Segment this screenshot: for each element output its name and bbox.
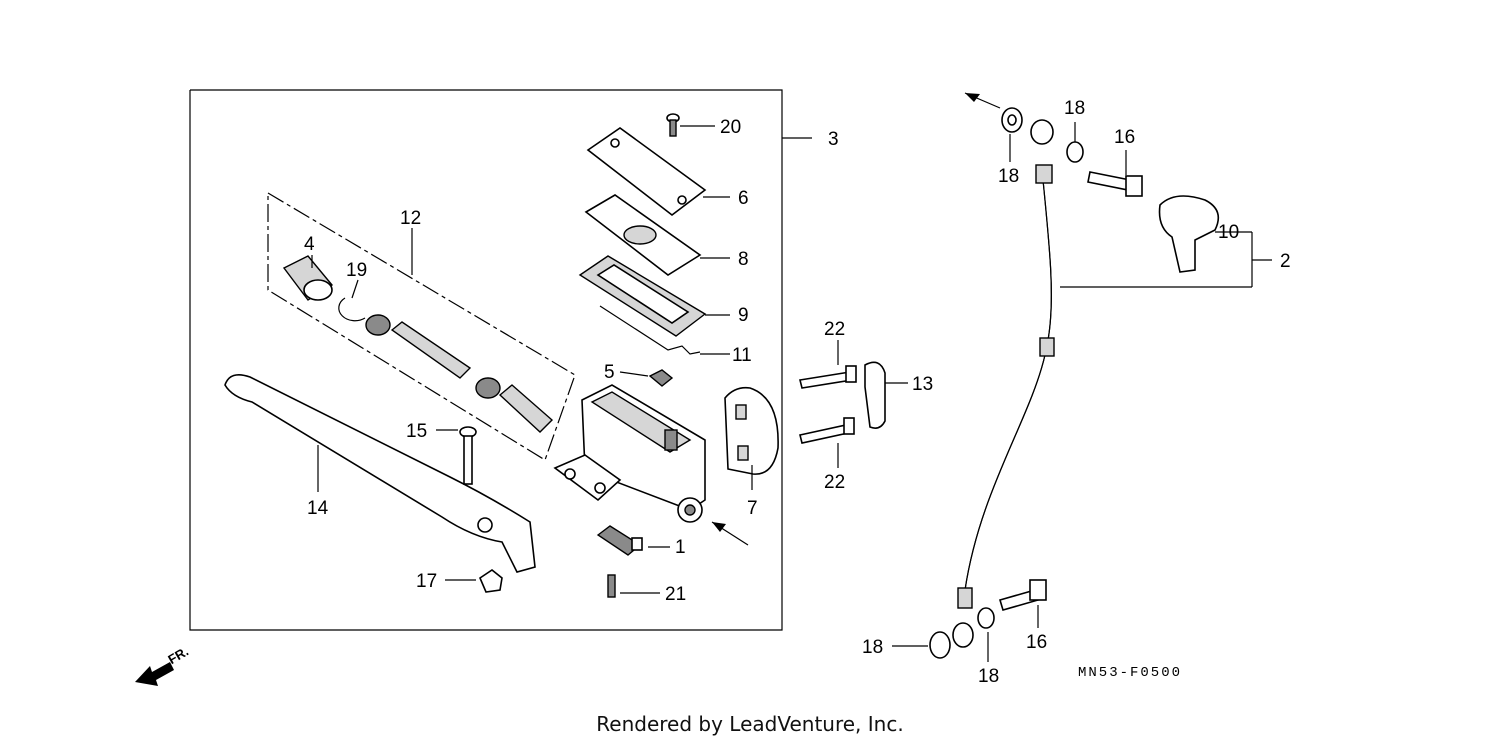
callout-17: 17	[416, 571, 437, 592]
callout-16-lower: 16	[1026, 632, 1047, 653]
callout-20: 20	[720, 117, 741, 138]
brake-hose-part	[957, 164, 1272, 609]
callout-8: 8	[738, 249, 749, 270]
callout-22-lower: 22	[824, 472, 845, 493]
callout-22-upper: 22	[824, 319, 845, 340]
brake-switch-part	[596, 521, 749, 556]
piston-spring-part	[365, 314, 554, 433]
callout-15: 15	[406, 421, 427, 442]
assembly-frame	[189, 89, 812, 631]
callout-1: 1	[675, 537, 686, 558]
cap-screw-part	[666, 113, 715, 137]
callout-labels: 1 2 3 4 5 6 7 8 9 10 11 12 13 14 15 16 1…	[304, 98, 1291, 687]
diagram-code: MN53-F0500	[1078, 665, 1182, 681]
brake-lever-part	[224, 374, 536, 573]
gasket-part	[599, 305, 730, 355]
credit-footer: Rendered by LeadVenture, Inc.	[596, 712, 904, 736]
reservoir-cap-part	[586, 127, 730, 217]
bracket-part	[864, 361, 908, 429]
holder-bolt-part	[799, 340, 857, 468]
front-direction-arrow	[135, 662, 174, 686]
boot-part	[282, 255, 334, 301]
callout-4: 4	[304, 234, 315, 255]
switch-screw-part	[607, 574, 660, 598]
callout-10: 10	[1218, 222, 1239, 243]
callout-3: 3	[828, 129, 839, 150]
callout-11: 11	[732, 345, 752, 366]
callout-9: 9	[738, 305, 749, 326]
callout-7: 7	[747, 498, 758, 519]
master-cylinder-body	[553, 384, 706, 523]
piston-set-outline	[267, 192, 576, 461]
callout-19: 19	[346, 260, 367, 281]
callout-13: 13	[912, 374, 933, 395]
callout-18-top-left: 18	[998, 166, 1019, 187]
callout-18-bottom-right: 18	[978, 666, 999, 687]
sealing-washer-part	[892, 107, 1084, 662]
callout-18-bottom-left: 18	[862, 637, 883, 658]
callout-16-upper: 16	[1114, 127, 1135, 148]
callout-2: 2	[1280, 251, 1291, 272]
diaphragm-part	[578, 255, 730, 337]
callout-12: 12	[400, 208, 421, 229]
callout-5: 5	[604, 362, 615, 383]
callout-6: 6	[738, 188, 749, 209]
pivot-bolt-part	[436, 426, 477, 485]
flow-arrow	[964, 92, 1001, 109]
clip-part	[619, 369, 674, 387]
diaphragm-plate-part	[584, 194, 730, 276]
circlip-part	[338, 279, 366, 322]
holder-part	[724, 386, 779, 490]
callout-21: 21	[665, 584, 686, 605]
pivot-nut-part	[445, 569, 503, 593]
hose-cover-part	[1158, 195, 1252, 273]
oil-bolt-part	[999, 150, 1143, 628]
callout-14: 14	[307, 498, 329, 519]
callout-18-top-right: 18	[1064, 98, 1085, 119]
